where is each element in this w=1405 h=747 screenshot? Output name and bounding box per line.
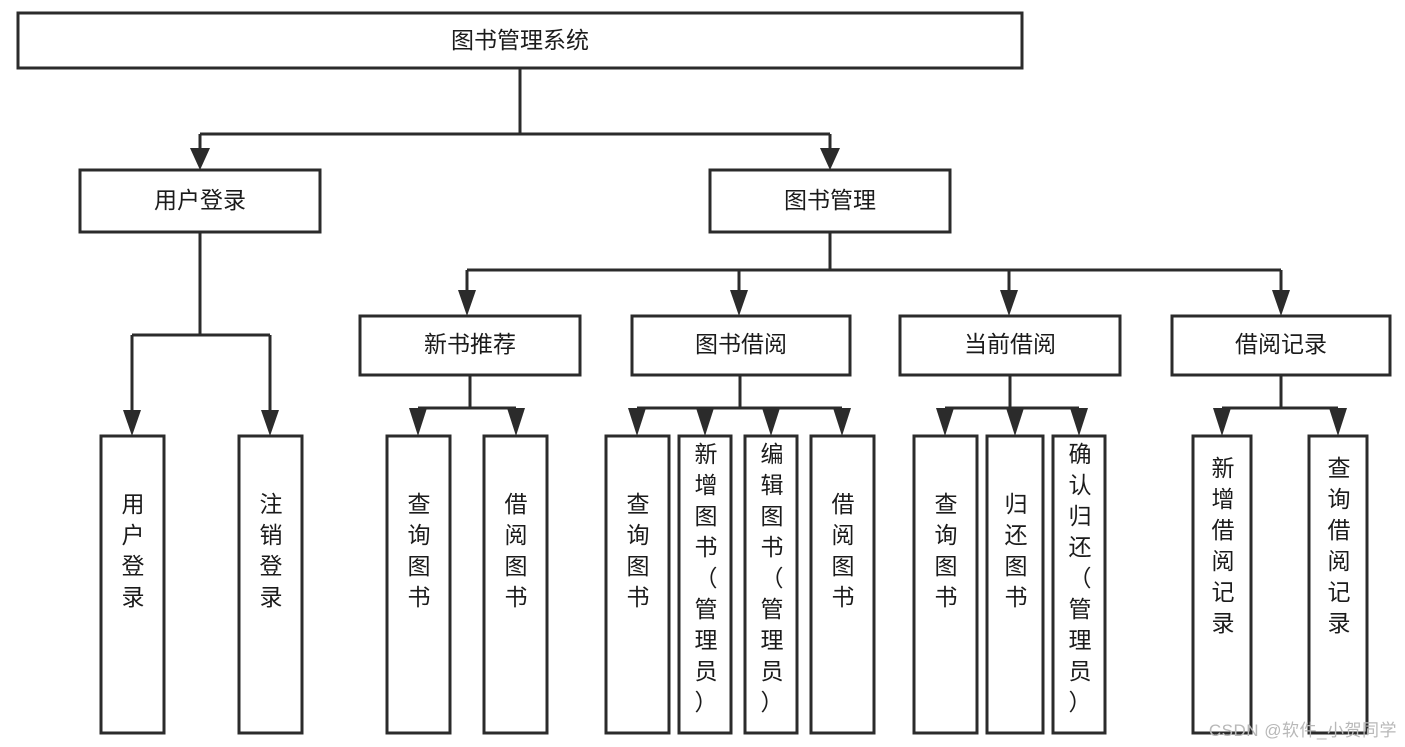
arrowhead-borrow-record xyxy=(1272,290,1290,316)
arrowhead-leaf-user-logout xyxy=(261,410,279,436)
arrowhead-leaf-return-book xyxy=(1006,408,1024,436)
node-root-label: 图书管理系统 xyxy=(451,27,589,53)
arrowhead-current-borrow xyxy=(1000,290,1018,316)
node-current-borrow-box[interactable] xyxy=(898,314,1122,377)
arrowhead-new-book-rec xyxy=(458,290,476,316)
arrowhead-leaf-query-record xyxy=(1329,408,1347,436)
node-user-login[interactable]: 用户登录 xyxy=(78,168,322,234)
node-leaf-query-record-box[interactable] xyxy=(1307,434,1369,735)
node-leaf-edit-book-label: 编辑图书（管理员） xyxy=(761,441,784,715)
node-leaf-confirm-return[interactable]: 确认归还（管理员） xyxy=(1051,434,1107,735)
node-leaf-add-record-box[interactable] xyxy=(1191,434,1253,735)
node-leaf-user-logout-label: 注销登录 xyxy=(260,491,283,610)
node-book-manage-label: 图书管理 xyxy=(784,187,876,213)
node-leaf-add-book-label: 新增图书（管理员） xyxy=(695,441,718,715)
csdn-watermark: CSDN @软件_小贺同学 xyxy=(1208,721,1397,740)
node-leaf-borrow-book-2-box[interactable] xyxy=(809,434,876,735)
node-leaf-query-book-2[interactable]: 查询图书 xyxy=(604,434,671,735)
node-leaf-query-book-2-label: 查询图书 xyxy=(627,491,650,610)
node-leaf-borrow-book-2-label: 借阅图书 xyxy=(832,491,855,610)
arrowhead-leaf-user-login xyxy=(123,410,141,436)
node-book-manage[interactable]: 图书管理 xyxy=(708,168,952,234)
node-leaf-return-book[interactable]: 归还图书 xyxy=(985,434,1045,735)
arrowhead-leaf-query-book-2 xyxy=(628,408,646,436)
node-leaf-query-book-3-label: 查询图书 xyxy=(935,491,958,610)
arrowhead-leaf-add-book xyxy=(696,408,714,436)
node-leaf-user-login-label: 用户登录 xyxy=(122,491,145,610)
arrowhead-leaf-borrow-book-2 xyxy=(833,408,851,436)
arrowhead-leaf-query-book-3 xyxy=(936,408,954,436)
node-leaf-return-book-label: 归还图书 xyxy=(1005,491,1028,610)
node-root-box[interactable] xyxy=(16,11,1024,70)
node-leaf-confirm-return-box[interactable] xyxy=(1051,434,1107,735)
node-book-manage-box[interactable] xyxy=(708,168,952,234)
node-leaf-add-book-box[interactable] xyxy=(677,434,733,735)
node-borrow-record-label: 借阅记录 xyxy=(1235,331,1327,357)
node-new-book-rec[interactable]: 新书推荐 xyxy=(358,314,582,377)
arrowhead-leaf-edit-book xyxy=(762,408,780,436)
node-book-borrow[interactable]: 图书借阅 xyxy=(630,314,852,377)
node-leaf-query-book-1-label: 查询图书 xyxy=(408,491,431,610)
node-leaf-add-record-label: 新增借阅记录 xyxy=(1212,455,1235,636)
node-current-borrow-label: 当前借阅 xyxy=(964,331,1056,357)
node-book-borrow-label: 图书借阅 xyxy=(695,331,787,357)
node-leaf-query-record-label: 查询借阅记录 xyxy=(1328,455,1351,636)
node-current-borrow[interactable]: 当前借阅 xyxy=(898,314,1122,377)
arrowhead-user-login xyxy=(190,148,210,170)
arrowhead-leaf-query-book-1 xyxy=(409,408,427,436)
connector-layer xyxy=(123,68,1347,436)
arrowhead-book-manage xyxy=(820,148,840,170)
node-leaf-add-book[interactable]: 新增图书（管理员） xyxy=(677,434,733,735)
node-leaf-user-logout[interactable]: 注销登录 xyxy=(237,434,304,735)
node-borrow-record-box[interactable] xyxy=(1170,314,1392,377)
node-leaf-query-book-2-box[interactable] xyxy=(604,434,671,735)
node-leaf-borrow-book-1-label: 借阅图书 xyxy=(505,491,528,610)
node-leaf-query-book-1[interactable]: 查询图书 xyxy=(385,434,452,735)
node-leaf-query-book-3-box[interactable] xyxy=(912,434,979,735)
node-leaf-edit-book-box[interactable] xyxy=(743,434,799,735)
node-leaf-borrow-book-2[interactable]: 借阅图书 xyxy=(809,434,876,735)
node-user-login-box[interactable] xyxy=(78,168,322,234)
arrowhead-leaf-confirm-return xyxy=(1070,408,1088,436)
node-leaf-user-login-box[interactable] xyxy=(99,434,166,735)
arrowhead-book-borrow xyxy=(730,290,748,316)
node-leaf-user-logout-box[interactable] xyxy=(237,434,304,735)
node-leaf-borrow-book-1-box[interactable] xyxy=(482,434,549,735)
node-book-borrow-box[interactable] xyxy=(630,314,852,377)
node-new-book-rec-box[interactable] xyxy=(358,314,582,377)
node-leaf-borrow-book-1[interactable]: 借阅图书 xyxy=(482,434,549,735)
node-new-book-rec-label: 新书推荐 xyxy=(424,331,516,357)
node-leaf-add-record[interactable]: 新增借阅记录 xyxy=(1191,434,1253,735)
node-leaf-query-record[interactable]: 查询借阅记录 xyxy=(1307,434,1369,735)
node-leaf-query-book-1-box[interactable] xyxy=(385,434,452,735)
node-leaf-edit-book[interactable]: 编辑图书（管理员） xyxy=(743,434,799,735)
node-user-login-label: 用户登录 xyxy=(154,187,246,213)
node-leaf-query-book-3[interactable]: 查询图书 xyxy=(912,434,979,735)
node-leaf-user-login[interactable]: 用户登录 xyxy=(99,434,166,735)
node-borrow-record[interactable]: 借阅记录 xyxy=(1170,314,1392,377)
node-root[interactable]: 图书管理系统 xyxy=(16,11,1024,70)
arrowhead-leaf-add-record xyxy=(1213,408,1231,436)
node-leaf-confirm-return-label: 确认归还（管理员） xyxy=(1069,441,1092,715)
arrowhead-leaf-borrow-book-1 xyxy=(507,408,525,436)
node-leaf-return-book-box[interactable] xyxy=(985,434,1045,735)
